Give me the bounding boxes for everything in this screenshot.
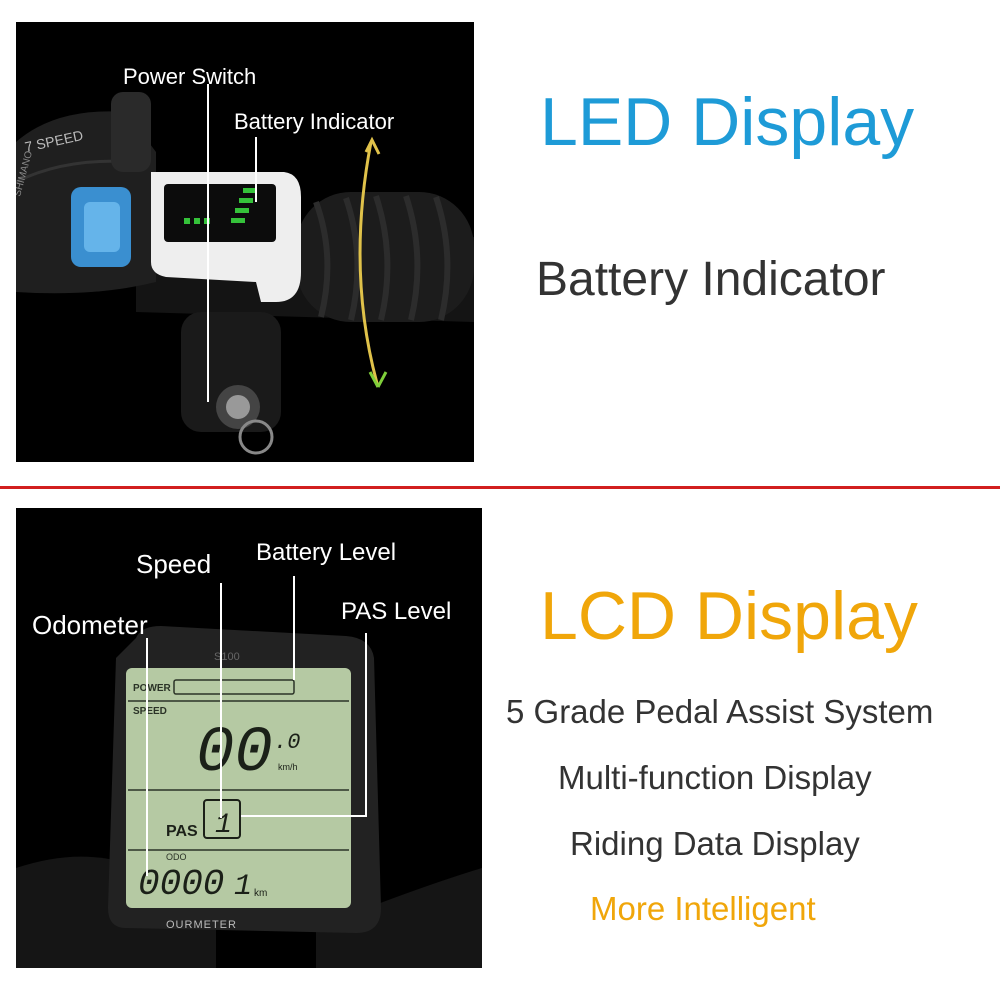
lcd-power-label: POWER — [133, 683, 172, 694]
lcd-battery-gauge — [173, 679, 295, 695]
lcd-odo-value: 0000 — [138, 864, 224, 905]
lcd-speed-label: SPEED — [133, 706, 167, 717]
lcd-speed-unit: km/h — [278, 762, 298, 772]
lcd-speed-decimal: .0 — [274, 730, 300, 755]
feature-more-intelligent: More Intelligent — [590, 890, 816, 927]
lcd-model-text: S100 — [214, 651, 240, 663]
led-photo-panel: 7 SPEED SHIMANO Power Switc — [16, 22, 474, 462]
pas-level-callout-label: PAS Level — [341, 598, 452, 625]
led-handlebar-illustration: 7 SPEED SHIMANO — [16, 84, 474, 455]
battery-indicator-label: Battery Indicator — [234, 109, 395, 134]
twist-arrow — [358, 141, 380, 388]
lcd-pas-label: PAS — [166, 823, 198, 840]
lcd-pas-value: 1 — [215, 810, 232, 841]
power-switch-label: Power Switch — [123, 64, 257, 89]
lcd-brand-text: OURMETER — [166, 919, 237, 931]
led-screen — [164, 184, 276, 242]
lcd-odo-decimal: 1 — [234, 870, 252, 904]
feature-pedal-assist: 5 Grade Pedal Assist System — [506, 693, 934, 730]
feature-riding-data: Riding Data Display — [570, 825, 860, 862]
pas-level-callout-line — [241, 633, 367, 817]
section-divider — [0, 486, 1000, 489]
lcd-screen — [126, 668, 351, 908]
led-display-title: LED Display — [540, 84, 915, 160]
battery-level-callout-label: Battery Level — [256, 539, 397, 566]
led-battery-indicator-subtitle: Battery Indicator — [536, 253, 886, 306]
speed-callout-label: Speed — [136, 549, 212, 579]
odometer-callout-label: Odometer — [32, 610, 148, 640]
lcd-display-title: LCD Display — [540, 578, 918, 654]
lcd-photo-panel: S100 POWER SPEED 00 .0 km/h PAS 1 ODO 00… — [16, 508, 482, 968]
lcd-odo-label: ODO — [166, 852, 187, 862]
feature-multi-function: Multi-function Display — [558, 759, 872, 796]
lcd-odo-unit: km — [254, 888, 267, 899]
lcd-meter-illustration: S100 POWER SPEED 00 .0 km/h PAS 1 ODO 00… — [16, 576, 482, 968]
power-key-ring — [238, 419, 274, 455]
lcd-speed-value: 00 — [196, 718, 273, 790]
